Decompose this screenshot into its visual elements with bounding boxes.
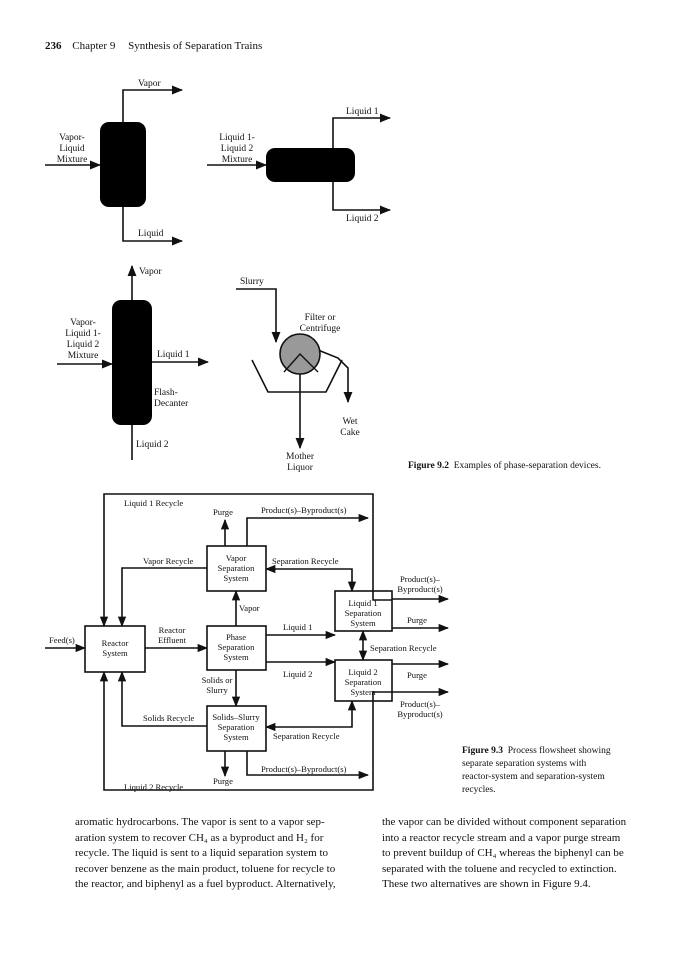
liquid2-product-line-2: Byproduct(s) [397, 709, 442, 719]
figure-9-2-caption: Figure 9.2 Examples of phase-separation … [408, 460, 601, 473]
d3-feed-line-3: Liquid 2 [67, 340, 100, 350]
solids-purge-label: Purge [213, 776, 233, 786]
d4-cake-line-1: Wet [342, 417, 357, 427]
liquid1-product-line-2: Byproduct(s) [397, 584, 442, 594]
figure-9-3-caption-line-1: Process flowsheet showing [507, 746, 611, 756]
d1-feed-line-2: Liquid [59, 144, 85, 154]
liquid2-stream-label: Liquid 2 [283, 669, 312, 679]
solids-sep-line-1: Solids–Slurry [212, 712, 260, 722]
liq1-sep-line-3: System [350, 618, 376, 628]
liq2-sep-line-2: Separation [345, 677, 382, 687]
d4-name-line-1: Filter or [305, 313, 337, 323]
phase-sep-line-3: System [223, 652, 249, 662]
reactor-box-line-2: System [102, 648, 128, 658]
body-left-line-3: recycle. The liquid is sent to a liquid … [75, 847, 329, 860]
d2-top-label: Liquid 1 [346, 107, 379, 117]
d4-bottom-line-1: Mother [286, 452, 315, 462]
figure-9-3-caption-line-3: reactor-system and separation-system [462, 772, 605, 782]
liquid2-recycle-label: Liquid 2 Recycle [124, 782, 183, 792]
body-left-line-2: aration system to recover CH₄ as a bypro… [75, 831, 324, 844]
solids-recycle-label: Solids Recycle [143, 713, 195, 723]
d1-bottom-label: Liquid [138, 229, 164, 239]
d3-feed-line-4: Mixture [68, 351, 99, 361]
figure-9-3-caption-line-4: recycles. [462, 785, 496, 795]
vapor-recycle-label: Vapor Recycle [143, 556, 194, 566]
flash-decanter-vessel [112, 300, 152, 425]
d4-name-line-2: Centrifuge [300, 323, 341, 334]
liquid2-purge-label: Purge [407, 670, 427, 680]
phase-sep-line-2: Separation [218, 642, 255, 652]
reactor-effluent-line-1: Reactor [159, 625, 186, 635]
solids-sep-line-2: Separation [218, 722, 255, 732]
liq1-sep-line-2: Separation [345, 608, 382, 618]
body-left-column: aromatic hydrocarbons. The vapor is sent… [75, 815, 353, 893]
body-right-column: the vapor can be divided without compone… [382, 815, 660, 893]
solids-product-label: Product(s)–Byproduct(s) [261, 764, 347, 774]
d2-bottom-label: Liquid 2 [346, 214, 379, 224]
body-right-line-4: separated with the toluene and recycled … [382, 862, 617, 875]
vapor-sep-line-3: System [223, 573, 249, 583]
phase-sep-line-1: Phase [226, 632, 246, 642]
d3-top-label: Vapor [139, 267, 163, 277]
d2-feed-line-2: Liquid 2 [221, 144, 254, 154]
liquid1-stream-label: Liquid 1 [283, 622, 312, 632]
figure-9-3: Liquid 1 Recycle Liquid 2 Recycle Purge … [45, 493, 450, 792]
liquid2-product-line-1: Product(s)– [400, 699, 441, 709]
liq2-sep-line-1: Liquid 2 [348, 667, 377, 677]
solids-sep-line-3: System [223, 732, 249, 742]
body-right-line-2: into a reactor recycle stream and a vapo… [382, 831, 621, 844]
d4-cake-line-2: Cake [340, 428, 360, 438]
vapor-sep-line-1: Vapor [226, 553, 247, 563]
figure-9-2-caption-label: Figure 9.2 [408, 461, 449, 471]
figure-9-2: Vapor- Liquid Mixture Vapor Liquid Liqui… [45, 79, 392, 473]
vapor-separation-recycle-label: Separation Recycle [272, 556, 339, 566]
d2-feed-line-3: Mixture [222, 155, 253, 165]
liquid-separation-recycle-label: Separation Recycle [370, 643, 437, 653]
liquid1-recycle-label: Liquid 1 Recycle [124, 498, 183, 508]
page-number: 236 [45, 40, 62, 52]
vapor-purge-label: Purge [213, 507, 233, 517]
d1-feed-line-1: Vapor- [59, 133, 85, 143]
d3-name-line-1: Flash- [154, 388, 178, 398]
vapor-product-label: Product(s)–Byproduct(s) [261, 505, 347, 515]
vapor-sep-line-2: Separation [218, 563, 255, 573]
body-left-line-4: recover benzene as the main product, tol… [75, 862, 336, 875]
chapter-title: Synthesis of Separation Trains [128, 40, 263, 52]
d3-side-label: Liquid 1 [157, 350, 190, 360]
figure-9-3-caption-label: Figure 9.3 [462, 746, 503, 756]
liquid1-product-line-1: Product(s)– [400, 574, 441, 584]
solids-slurry-line-2: Slurry [206, 685, 228, 695]
solids-slurry-line-1: Solids or [202, 675, 233, 685]
body-right-line-3: to prevent buildup of CH₄ whereas the bi… [382, 847, 624, 860]
d4-bottom-line-2: Liquor [287, 463, 314, 473]
body-left-line-1: aromatic hydrocarbons. The vapor is sent… [75, 816, 325, 828]
figure-9-2-caption-text: Examples of phase-separation devices. [453, 461, 601, 471]
d1-feed-line-3: Mixture [57, 155, 88, 165]
chapter-label: Chapter 9 [72, 40, 116, 52]
d3-bottom-label: Liquid 2 [136, 440, 169, 450]
reactor-effluent-line-2: Effluent [158, 635, 187, 645]
solids-separation-recycle-label: Separation Recycle [273, 731, 340, 741]
body-right-line-5: These two alternatives are shown in Figu… [382, 878, 591, 891]
liq1-sep-line-1: Liquid 1 [348, 598, 377, 608]
d3-name-line-2: Decanter [154, 399, 189, 409]
d3-feed-line-2: Liquid 1- [65, 329, 101, 339]
body-right-line-1: the vapor can be divided without compone… [382, 816, 627, 828]
d3-feed-line-1: Vapor- [70, 318, 96, 328]
d4-feed-label: Slurry [240, 277, 264, 287]
reactor-box-line-1: Reactor [102, 638, 129, 648]
feed-label: Feed(s) [49, 635, 75, 645]
body-left-line-5: the reactor, and biphenyl as a fuel bypr… [75, 878, 336, 891]
figure-9-3-caption-line-2: separate separation systems with [462, 759, 587, 769]
liq2-sep-line-3: System [350, 687, 376, 697]
decanter-vessel [266, 148, 355, 182]
liquid1-purge-label: Purge [407, 615, 427, 625]
d2-feed-line-1: Liquid 1- [219, 133, 255, 143]
d1-top-label: Vapor [138, 79, 162, 89]
running-header: 236 Chapter 9 Synthesis of Separation Tr… [45, 40, 262, 52]
flash-drum [100, 122, 146, 207]
vapor-stream-label: Vapor [239, 603, 260, 613]
figure-9-3-caption: Figure 9.3 Process flowsheet showing sep… [462, 745, 692, 797]
